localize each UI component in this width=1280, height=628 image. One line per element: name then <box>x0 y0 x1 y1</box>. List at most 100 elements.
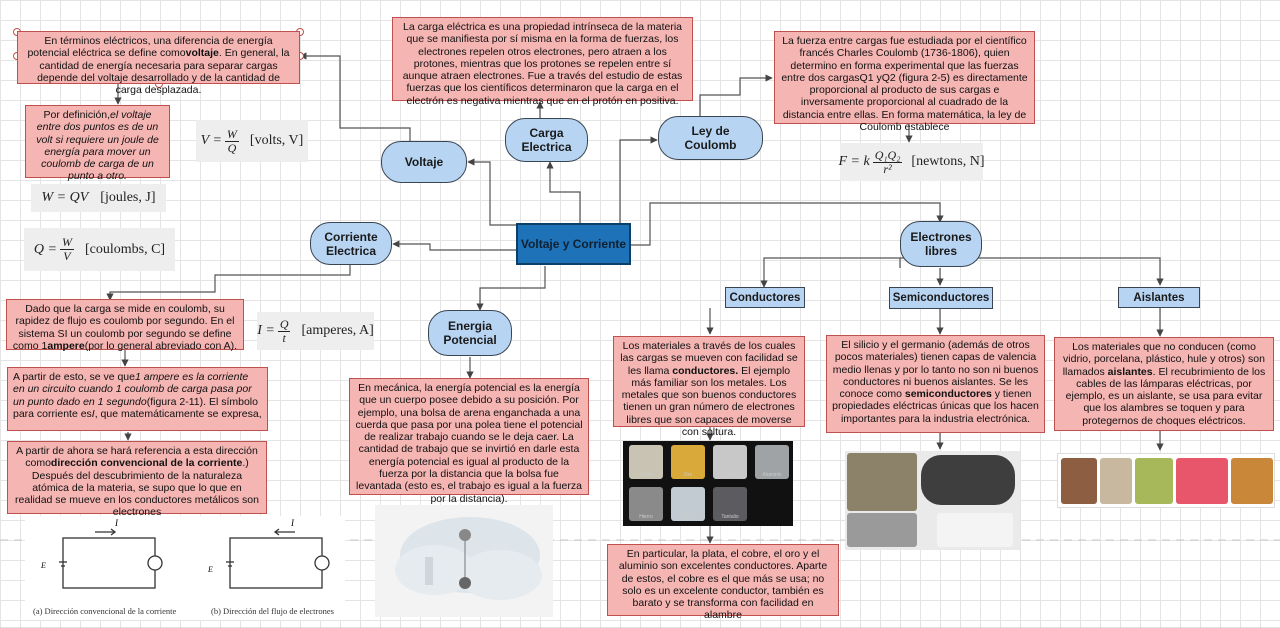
conductores-examples[interactable]: En particular, la plata, el cobre, el or… <box>607 544 839 621</box>
formula-lhs: Q = <box>33 241 57 257</box>
caption-electron-flow: (b) Dirección del flujo de electrones <box>211 606 334 616</box>
tile-label: Agua <box>682 514 694 520</box>
node-electrones-label: Electrones libres <box>910 230 972 258</box>
metal-tile-hierro: Hierro <box>629 487 663 521</box>
text-part: . El recubrimiento de los cables de las … <box>1065 365 1266 427</box>
tile-label: Cobre <box>639 472 653 478</box>
text-italic: I <box>91 407 95 420</box>
text-bold: semiconductores <box>904 388 992 401</box>
corriente-definition[interactable]: Dado que la carga se mide en coulomb, su… <box>6 299 244 352</box>
node-electrones-libres[interactable]: Electrones libres <box>900 221 982 267</box>
text-part: (figura 2-11). El símbolo para corriente… <box>13 395 258 420</box>
ampere-definition[interactable]: A partir de esto, se ve que1 ampere es l… <box>7 367 268 431</box>
text-part: . En general, la cantidad de energía nec… <box>37 47 290 97</box>
cloud-pulley-illustration <box>395 517 542 600</box>
insulator-rubber <box>1231 458 1273 504</box>
text-part: Los materiales a través de los cuales la… <box>620 340 798 377</box>
current-label: I <box>290 518 295 528</box>
direccion-definition[interactable]: A partir de ahora se hará referencia a e… <box>7 441 267 518</box>
text-part: Dado que la carga se mide en coulomb, su… <box>12 303 235 352</box>
energia-definition[interactable]: En mecánica, la energía potencial es la … <box>349 378 589 505</box>
node-aislantes-label: Aislantes <box>1133 291 1185 304</box>
metal-tile-aluminio: Aluminio <box>755 445 789 479</box>
node-semiconductores-label: Semiconductores <box>892 292 990 304</box>
emf-label: E <box>40 561 46 570</box>
circuit-figure: I I E E (a) Dirección convencional de la… <box>25 516 345 620</box>
text-part: Por definición, <box>43 109 111 121</box>
node-energia-label: Energia Potencial <box>443 319 497 347</box>
node-voltaje[interactable]: Voltaje <box>381 141 467 183</box>
text-bold: conductores. <box>672 364 739 377</box>
silicon-ingot <box>921 455 1015 505</box>
formula-unit: [volts, V] <box>249 133 304 148</box>
formula-den: Q <box>227 140 237 155</box>
text-part: El ejemplo más familiar son los metales.… <box>621 364 797 439</box>
formula-unit: [joules, J] <box>100 190 156 205</box>
text-part: A partir de esto, se ve que <box>13 371 135 383</box>
tile-label: Oro <box>683 472 693 478</box>
insulator-porcelain <box>1061 458 1097 504</box>
carga-definition[interactable]: La carga eléctrica es una propiedad intr… <box>392 17 693 107</box>
emf-label: E <box>207 565 213 574</box>
node-voltaje-label: Voltaje <box>404 155 444 169</box>
circuit-diagrams: I I E E <box>40 518 330 589</box>
text-bold: voltaje <box>185 47 219 60</box>
text-part: .) Después del descubrimiento de la natu… <box>15 457 259 519</box>
text-part: En particular, la plata, el cobre, el or… <box>618 548 828 622</box>
formula-trabajo: W = QV [joules, J] <box>31 184 166 212</box>
central-topic[interactable]: Voltaje y Corriente <box>516 223 631 265</box>
insulators-image <box>1057 453 1275 508</box>
germanium-rod <box>847 513 917 547</box>
formula-num: Q <box>277 316 291 332</box>
text-bold: ampere <box>47 339 85 352</box>
tile-label: Plata <box>724 472 736 478</box>
caption-conventional: (a) Dirección convencional de la corrien… <box>33 606 177 616</box>
metals-image: Cobre Oro Plata Aluminio Hierro Agua Tan… <box>623 441 793 526</box>
formula-num: Q₁Q₂ <box>872 147 903 163</box>
node-ley-de-coulomb[interactable]: Ley de Coulomb <box>658 116 763 160</box>
text-bold: dirección convencional de la corriente <box>50 457 243 470</box>
text-italic: el voltaje entre dos puntos es de un vol… <box>36 109 159 183</box>
node-ley-label: Ley de Coulomb <box>684 124 737 152</box>
node-corriente-electrica[interactable]: Corriente Electrica <box>310 222 392 265</box>
text-part: Los materiales que no conducen (como vid… <box>1062 341 1265 378</box>
node-corriente-label: Corriente Electrica <box>324 229 378 258</box>
metal-tile-cobre: Cobre <box>629 445 663 479</box>
node-conductores-label: Conductores <box>729 291 801 304</box>
formula-unit: [newtons, N] <box>911 154 985 169</box>
aislantes-definition[interactable]: Los materiales que no conducen (como vid… <box>1054 337 1274 431</box>
text-part: (por lo general abreviado con A). <box>84 339 238 352</box>
metal-tile-plata: Plata <box>713 445 747 479</box>
node-carga-label: Carga Electrica <box>521 126 572 154</box>
formula-lhs: I = <box>257 323 275 338</box>
insulator-plastic <box>1176 458 1228 504</box>
metal-tile-tantalio: Tantalio <box>713 487 747 521</box>
chip-components <box>937 513 1013 547</box>
semiconductores-definition[interactable]: El silicio y el germanio (además de otro… <box>826 335 1045 433</box>
node-semiconductores[interactable]: Semiconductores <box>889 287 993 309</box>
text-part: A partir de ahora se hará referencia a e… <box>16 445 258 470</box>
text-part: En términos eléctricos, una diferencia d… <box>27 35 273 60</box>
coulomb-definition[interactable]: La fuerza entre cargas fue estudiada por… <box>774 31 1035 133</box>
formula-num: W <box>224 126 239 142</box>
formula-lhs: V = <box>200 133 222 148</box>
semiconductors-image <box>845 451 1020 550</box>
tile-label: Tantalio <box>721 514 739 520</box>
node-conductores[interactable]: Conductores <box>725 287 805 308</box>
conductores-definition[interactable]: Los materiales a través de los cuales la… <box>613 336 805 438</box>
node-carga-electrica[interactable]: Carga Electrica <box>505 118 588 162</box>
tile-label: Hierro <box>639 514 653 520</box>
text-part: La carga eléctrica es una propiedad intr… <box>402 21 683 107</box>
formula-unit: [amperes, A] <box>301 323 374 338</box>
energia-image <box>375 505 553 617</box>
node-energia-potencial[interactable]: Energia Potencial <box>428 310 512 356</box>
insulator-ceramic <box>1100 458 1132 504</box>
node-aislantes[interactable]: Aislantes <box>1118 287 1200 308</box>
formula-den: r² <box>883 161 892 176</box>
volt-definition[interactable]: Por definición,el voltaje entre dos punt… <box>25 105 170 182</box>
formula-unit: [coulombs, C] <box>84 241 166 257</box>
voltaje-definition[interactable]: En términos eléctricos, una diferencia d… <box>17 31 300 96</box>
